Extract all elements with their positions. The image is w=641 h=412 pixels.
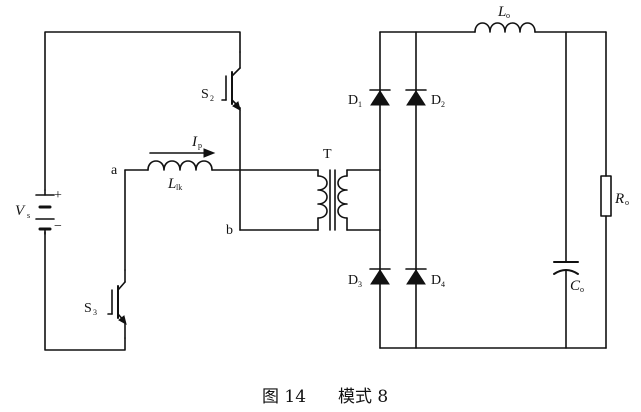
switch-s2	[221, 51, 241, 231]
transformer-label: T	[323, 147, 332, 162]
diode-d3	[369, 268, 391, 285]
diode-d4	[405, 268, 427, 285]
d4-label: D	[431, 273, 441, 288]
d2-label: D	[431, 93, 441, 108]
lo-label: L	[497, 4, 506, 20]
battery-minus-sign: −	[54, 219, 62, 234]
d3-subscript: 3	[358, 280, 362, 289]
s2-subscript: 2	[210, 94, 214, 103]
lo-subscript: o	[506, 11, 510, 20]
llk-subscript: lk	[176, 183, 182, 192]
d1-label: D	[348, 93, 358, 108]
resistor-ro	[600, 31, 612, 349]
battery-vs	[35, 189, 55, 235]
ro-label: R	[614, 191, 624, 207]
vs-label: V	[15, 203, 26, 219]
s2-label: S	[201, 87, 209, 102]
ro-subscript: o	[625, 198, 629, 207]
d2-subscript: 2	[441, 100, 445, 109]
node-b-label: b	[226, 223, 233, 238]
ip-label: I	[191, 134, 198, 150]
d1-subscript: 1	[358, 100, 362, 109]
node-a-label: a	[111, 163, 118, 178]
diode-d2	[405, 89, 427, 106]
d4-subscript: 4	[441, 280, 445, 289]
battery-plus-sign: +	[54, 188, 62, 203]
vs-subscript: s	[27, 211, 30, 220]
leakage-inductor	[147, 160, 213, 171]
co-subscript: o	[580, 285, 584, 294]
ip-subscript: p	[198, 141, 202, 150]
co-label: C	[570, 278, 581, 294]
source-loop-wire	[44, 31, 241, 351]
diode-d1	[369, 89, 391, 106]
s3-subscript: 3	[93, 308, 97, 317]
d3-label: D	[348, 273, 358, 288]
switch-s3	[107, 269, 127, 339]
transformer-t	[317, 169, 348, 231]
s3-label: S	[84, 301, 92, 316]
capacitor-co	[553, 31, 579, 349]
output-inductor	[474, 22, 536, 33]
ip-arrow-head	[203, 148, 216, 158]
figure-caption: 模式 8	[338, 387, 388, 407]
llk-label: L	[167, 176, 176, 192]
figure-number: 图 14	[262, 387, 306, 407]
